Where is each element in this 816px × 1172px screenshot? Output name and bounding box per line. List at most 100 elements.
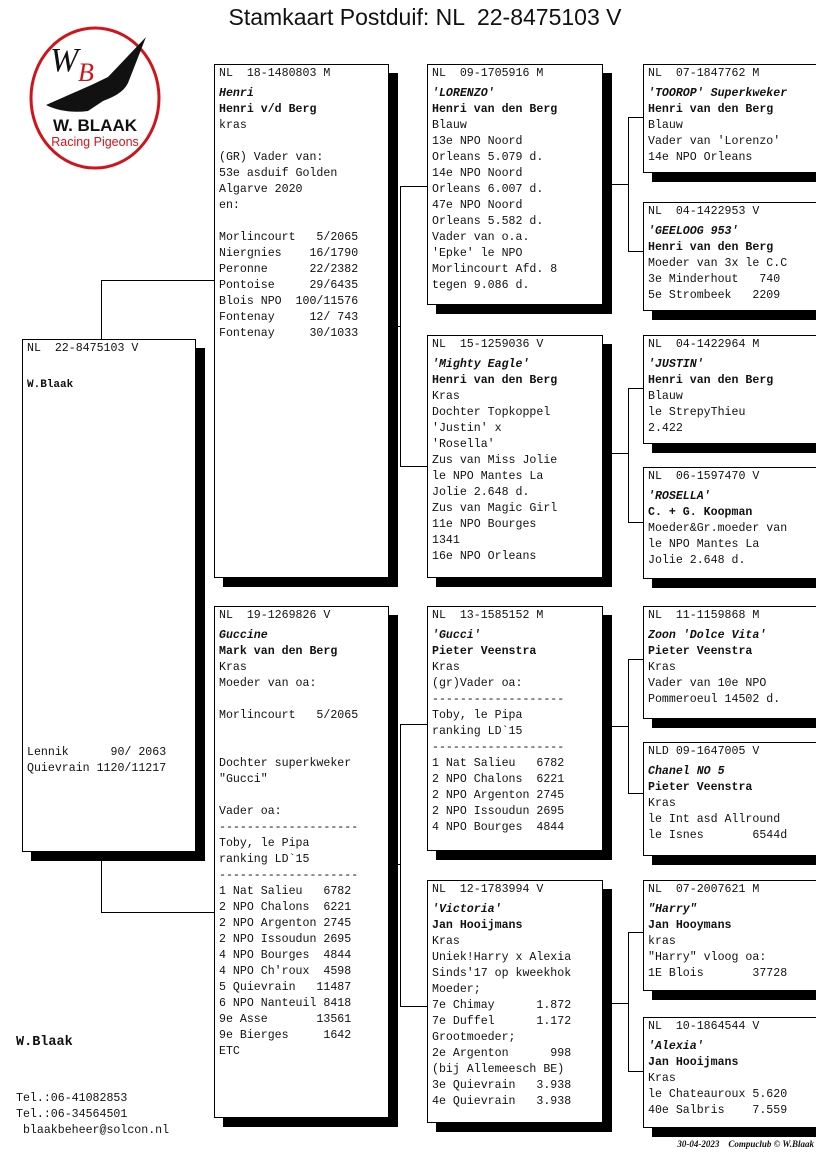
info-line: 'Rosella' xyxy=(432,438,495,451)
info-line: Pontoise 29/6435 xyxy=(219,279,359,292)
info-line: le Int asd Allround xyxy=(648,813,781,826)
connector xyxy=(628,932,644,933)
phone-2: Tel.:06-34564501 xyxy=(16,1108,128,1121)
info-line: 4 NPO Bourges 4844 xyxy=(432,821,565,834)
info-line: le NPO Mantes La xyxy=(648,538,760,551)
connector xyxy=(400,724,428,725)
info-line: Moeder&Gr.moeder van xyxy=(648,522,788,535)
connector xyxy=(628,793,644,794)
info-line xyxy=(219,134,386,150)
connector xyxy=(400,724,401,1007)
info-line: 2 NPO Issoudun 2695 xyxy=(432,805,565,818)
svg-text:Racing Pigeons: Racing Pigeons xyxy=(51,135,139,149)
phone-1: Tel.:06-41082853 xyxy=(16,1092,128,1105)
info-line: kras xyxy=(648,935,676,948)
info-line: Orleans 6.007 d. xyxy=(432,183,544,196)
info-line: 'Epke' le NPO xyxy=(432,247,523,260)
pigeon-icon xyxy=(46,37,146,112)
info-line: le Isnes 6544d xyxy=(648,829,788,842)
connector xyxy=(628,659,644,660)
info-line: 3e Quievrain 3.938 xyxy=(432,1079,572,1092)
ggp-card: NLD 09-1647005 V Chanel NO 5 Pieter Veenst… xyxy=(643,742,816,856)
breeder-name: Pieter Veenstra xyxy=(648,645,753,658)
pigeon-name: "Harry" xyxy=(648,903,697,916)
pigeon-name: Henri xyxy=(219,87,254,100)
info-line: "Gucci" xyxy=(219,773,268,786)
pigeon-name: 'Mighty Eagle' xyxy=(432,358,530,371)
info-line: 4 NPO Ch'roux 4598 xyxy=(219,965,352,978)
ring-number: NL 07-2007621 M xyxy=(648,883,760,896)
ring-number: NLD 09-1647005 V xyxy=(648,745,760,758)
info-line: 13e NPO Noord xyxy=(432,135,523,148)
connector xyxy=(101,280,102,340)
sire-dam-card: NL 15-1259036 V'Mighty Eagle'Henri van d… xyxy=(427,335,603,578)
info-line: Grootmoeder; xyxy=(432,1031,516,1044)
connector xyxy=(400,186,401,467)
info-line: Zus van Magic Girl xyxy=(432,502,558,515)
pigeon-name: 'LORENZO' xyxy=(432,87,495,100)
info-line: ranking LD`15 xyxy=(219,853,310,866)
pigeon-name: 'ROSELLA' xyxy=(648,490,711,503)
sire-sire-card: NL 09-1705916 M'LORENZO'Henri van den Be… xyxy=(427,64,603,305)
info-line: -------------------- xyxy=(219,821,359,834)
info-line: -------------------- xyxy=(219,869,359,882)
svg-text:B: B xyxy=(78,58,94,87)
info-line: le StrepyThieu xyxy=(648,406,746,419)
pigeon-name: Guccine xyxy=(219,629,268,642)
info-line: 1 Nat Salieu 6782 xyxy=(219,885,352,898)
ring-number: NL 06-1597470 V xyxy=(648,470,760,483)
info-line: (bij Allemeesch BE) xyxy=(432,1063,565,1076)
pigeon-name: 'JUSTIN' xyxy=(648,358,704,371)
info-line: Peronne 22/2382 xyxy=(219,263,359,276)
info-line: 5 Quievrain 11487 xyxy=(219,981,352,994)
info-line: le Chateauroux 5.620 xyxy=(648,1088,788,1101)
info-line: 5e Strombeek 2209 xyxy=(648,289,781,302)
info-line: Orleans 5.582 d. xyxy=(432,215,544,228)
info-line: Kras xyxy=(432,661,460,674)
info-line xyxy=(219,692,386,708)
pigeon-name: Chanel NO 5 xyxy=(648,765,725,778)
owner-name: W.Blaak xyxy=(27,379,74,391)
ring-number: NL 22-8475103 V xyxy=(27,342,139,355)
info-line: (gr)Vader oa: xyxy=(432,677,523,690)
connector xyxy=(628,1071,644,1072)
pigeon-name: 'Alexia' xyxy=(648,1040,704,1053)
info-line: 1 Nat Salieu 6782 xyxy=(432,757,565,770)
breeder-name: Jan Hooymans xyxy=(648,919,732,932)
ggp-card: NL 04-1422953 V'GEELOOG 953'Henri van de… xyxy=(643,202,816,311)
breeder-name: Pieter Veenstra xyxy=(648,781,753,794)
info-line: 16e NPO Orleans xyxy=(432,550,537,563)
info-line xyxy=(219,740,386,756)
info-line: Orleans 5.079 d. xyxy=(432,151,544,164)
info-line: Zus van Miss Jolie xyxy=(432,454,558,467)
info-line: Uniek!Harry x Alexia xyxy=(432,951,572,964)
info-line: 1E Blois 37728 xyxy=(648,967,788,980)
ggp-card: NL 04-1422964 M'JUSTIN'Henri van den Ber… xyxy=(643,335,816,444)
breeder-name: Pieter Veenstra xyxy=(432,645,537,658)
ring-number: NL 13-1585152 M xyxy=(432,609,544,622)
info-line: 4e Quievrain 3.938 xyxy=(432,1095,572,1108)
info-line: 4 NPO Bourges 4844 xyxy=(219,949,352,962)
info-line: 7e Chimay 1.872 xyxy=(432,999,572,1012)
info-line: Dochter superkweker xyxy=(219,757,352,770)
info-line: Fontenay 12/ 743 xyxy=(219,311,359,324)
info-line: en: xyxy=(219,199,240,212)
info-line: 7e Duffel 1.172 xyxy=(432,1015,572,1028)
connector xyxy=(628,117,644,118)
connector xyxy=(101,851,102,912)
info-line: 2 NPO Issoudun 2695 xyxy=(219,933,352,946)
email: blaakbeheer@solcon.nl xyxy=(16,1124,170,1137)
info-line: 40e Salbris 7.559 xyxy=(648,1104,788,1117)
info-line: Toby, le Pipa xyxy=(432,709,523,722)
